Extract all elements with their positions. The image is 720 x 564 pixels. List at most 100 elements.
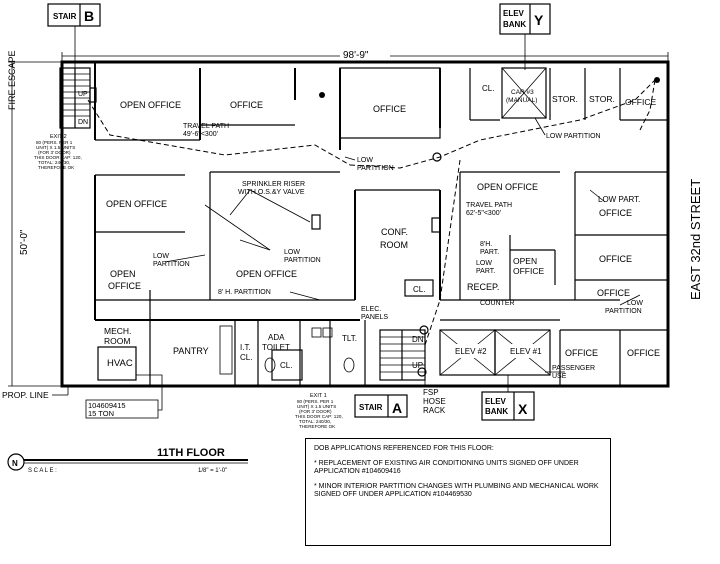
room-recep: RECEP. (467, 282, 499, 292)
travel-path-1-l1: TRAVEL PATH (183, 123, 229, 130)
svg-text:80 (PERS. PER 1: 80 (PERS. PER 1 (36, 140, 73, 145)
floor-title-text: 11TH FLOOR (157, 447, 225, 459)
floor-title: N 11TH FLOOR S C A L E : 1/8" = 1'-0" (7, 447, 248, 474)
svg-text:15 TON: 15 TON (88, 409, 114, 418)
stair-b: UP DN (59, 67, 91, 129)
stair-a-dn: DN (412, 335, 424, 344)
low-part-2: PART. (476, 268, 495, 275)
svg-text:EXIT 1: EXIT 1 (310, 393, 327, 399)
room-it-2: CL. (240, 353, 252, 362)
low-partition-3b: PARTITION (284, 257, 321, 264)
travel-paths (87, 79, 656, 346)
stair-b-dn: DN (78, 119, 88, 126)
room-car3-l1: CAR #3 (511, 89, 534, 96)
room-conf-1: CONF. (381, 227, 408, 237)
counter: COUNTER (480, 300, 515, 307)
annotations: TRAVEL PATH 49'-6"<300' LOW PARTITION LO… (153, 123, 643, 415)
room-open-office-1: OPEN OFFICE (120, 100, 181, 110)
room-cl-3: CL. (413, 285, 425, 294)
svg-text:THIS DOOR CAP: 120,: THIS DOOR CAP: 120, (295, 414, 343, 419)
room-elev2: ELEV #2 (455, 347, 487, 356)
depth-dimension: 50'-0" (8, 61, 62, 387)
room-office-1: OFFICE (230, 100, 263, 110)
room-office-3: OFFICE (625, 97, 656, 107)
travel-path-1-l2: 49'-6"<300' (183, 131, 218, 138)
dob-applications-note: DOB APPLICATIONS REFERENCED FOR THIS FLO… (305, 438, 611, 546)
room-office-2: OFFICE (373, 104, 406, 114)
room-tlt: TLT. (342, 334, 357, 343)
svg-text:THEREFORE OK: THEREFORE OK (299, 424, 336, 429)
low-partition-1a: LOW (357, 157, 373, 164)
room-car3-l2: (MANUAL) (506, 97, 537, 104)
stair-a-word: STAIR (359, 403, 383, 412)
street-label: EAST 32nd STREET (688, 179, 703, 300)
stair-b-letter: B (84, 8, 94, 24)
room-office-6: OFFICE (599, 208, 632, 218)
elev-bank-y-line1: ELEV (503, 9, 525, 18)
room-pantry: PANTRY (173, 346, 209, 356)
room-elec-1: ELEC. (361, 306, 381, 313)
room-elec-2: PANELS (361, 314, 388, 321)
low-partition-3a: LOW (284, 249, 300, 256)
svg-text:(FOR 3' DOOR): (FOR 3' DOOR) (299, 409, 332, 414)
passenger-2: USE (552, 373, 567, 380)
h-part-1: 8'H. (480, 241, 492, 248)
passenger-1: PASSENGER (552, 365, 595, 372)
room-cl-1: CL. (482, 84, 494, 93)
travel-path-2-l1: TRAVEL PATH (466, 202, 512, 209)
svg-text:EXIT 2: EXIT 2 (50, 134, 67, 140)
exit-2-note: EXIT 2 80 (PERS. PER 1 UNIT) X 1.5 UNITS… (34, 134, 82, 170)
bottom-row-walls (95, 279, 560, 386)
elevators (439, 329, 551, 376)
svg-text:104609415: 104609415 (88, 401, 126, 410)
svg-text:THEREFORE OK: THEREFORE OK (38, 165, 75, 170)
room-office-4: OFFICE (599, 254, 632, 264)
svg-text:UNIT) X 1.5 UNITS: UNIT) X 1.5 UNITS (297, 404, 336, 409)
room-ada-1: ADA (268, 333, 285, 342)
prop-line-text: PROP. LINE (2, 390, 49, 400)
width-dimension-text: 98'-9" (343, 50, 369, 61)
svg-text:TOTAL: 240/30,: TOTAL: 240/30, (299, 419, 331, 424)
leader-lines (164, 117, 641, 385)
room-elev1: ELEV #1 (510, 347, 542, 356)
stair-a-letter: A (392, 400, 402, 416)
room-open-office-4b: OFFICE (108, 281, 141, 291)
fsp-3: RACK (423, 406, 446, 415)
sprinkler-riser-l2: WITH O.S.&Y VALVE (238, 189, 305, 196)
svg-text:(FOR 3' DOOR): (FOR 3' DOOR) (38, 150, 71, 155)
room-open-small-2: OFFICE (513, 266, 544, 276)
depth-dimension-text: 50'-0" (19, 229, 30, 255)
low-part-right: LOW PART. (598, 195, 640, 204)
room-office-7: OFFICE (565, 348, 598, 358)
low-partition-4b: PARTITION (153, 261, 190, 268)
top-row-walls (94, 62, 668, 150)
travel-path-2-l2: 62'-5"<300' (466, 210, 501, 217)
scale-value: 1/8" = 1'-0" (198, 468, 227, 474)
room-labels: OPEN OFFICE OFFICE OFFICE CL. CAR #3 (MA… (104, 84, 660, 370)
low-partition-2: LOW PARTITION (546, 133, 601, 140)
room-open-office-3: OPEN OFFICE (477, 182, 538, 192)
hvac-application-callout: 104609415 15 TON (85, 374, 163, 419)
sprinkler-riser-l1: SPRINKLER RISER (242, 181, 305, 188)
low-partition-5a: LOW (627, 300, 643, 307)
elev-bank-y-letter: Y (534, 12, 544, 28)
north-symbol: N (12, 459, 18, 468)
note-heading: DOB APPLICATIONS REFERENCED FOR THIS FLO… (314, 445, 494, 452)
stair-b-up: UP (78, 91, 88, 98)
stair-a-label: STAIR A (354, 394, 408, 418)
fire-equipment-symbols (89, 77, 660, 377)
elev-bank-x-line2: BANK (485, 407, 508, 416)
elev-bank-x-letter: X (518, 401, 528, 417)
fsp-2: HOSE (423, 397, 446, 406)
room-cl-2: CL. (280, 361, 292, 370)
room-ada-2: TOILET (262, 343, 290, 352)
room-open-office-4a: OPEN (110, 269, 136, 279)
middle-walls (94, 171, 668, 386)
prop-line: PROP. LINE (2, 386, 69, 400)
stair-b-label: STAIR B (47, 3, 101, 68)
elev-bank-y-line2: BANK (503, 20, 526, 29)
low-partition-5b: PARTITION (605, 308, 642, 315)
low-partition-4a: LOW (153, 253, 169, 260)
room-it-1: I.T. (240, 343, 251, 352)
